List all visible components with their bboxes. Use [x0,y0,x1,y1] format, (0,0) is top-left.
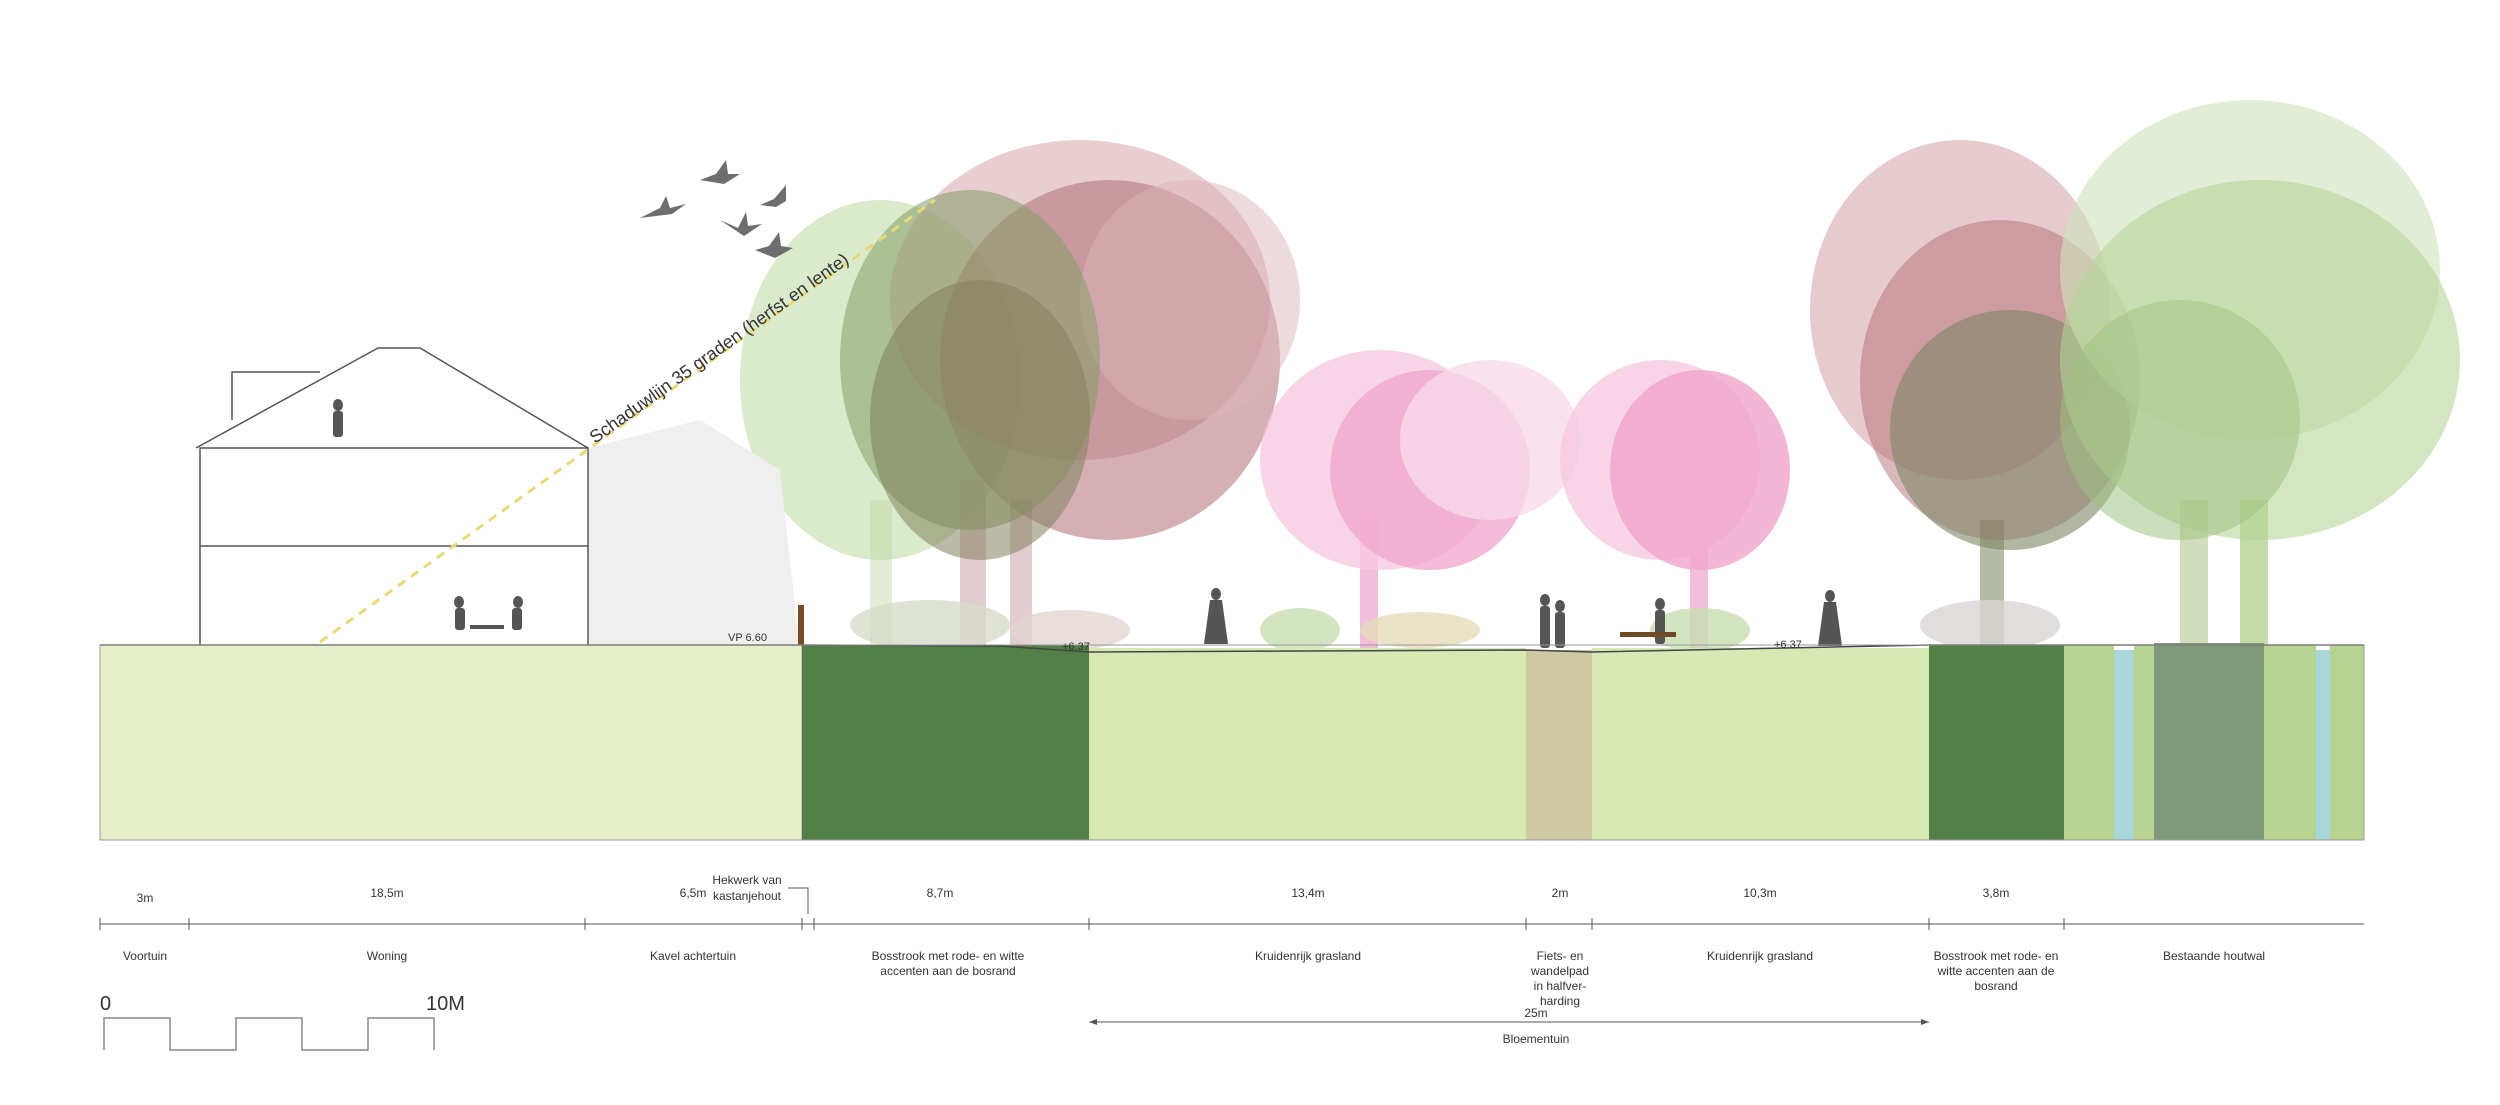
level-label-right: +6.37 [1774,639,1802,651]
scale-start-label: 0 [100,993,111,1015]
dim-bosstrook-1: 8,7m [927,886,954,900]
zone-bosstrook-1-line-1: Bosstrook met rode- en witte [872,949,1025,963]
strip-water-2 [2316,650,2330,840]
zone-kruiden-1: Kruidenrijk grasland [1255,949,1361,963]
dim-woning: 18,5m [370,886,403,900]
strip-bosstrook-1 [802,645,1089,840]
shadow-area [588,420,800,650]
dimension-line [99,887,2364,930]
strip-pad [1526,650,1592,840]
bloementuin-span: 25m Bloementuin [1089,1006,1929,1046]
trees-pink-center [1260,350,1790,650]
zone-kruiden-2: Kruidenrijk grasland [1707,949,1813,963]
zone-woning: Woning [367,949,407,963]
bloementuin-dimension: 25m [1524,1006,1547,1020]
zone-pad-line-4: harding [1540,994,1580,1008]
strip-water-1 [2114,650,2134,840]
fence-label-1: Hekwerk van [712,873,781,887]
fence-post [798,605,804,645]
shadow-line [319,198,936,644]
strip-houtwal [2154,643,2264,840]
people-house [333,399,523,630]
shrubs [850,600,2060,652]
people-park [1204,588,1842,648]
dim-kruiden-2: 10,3m [1743,886,1776,900]
strip-bosstrook-2 [1929,645,2064,840]
zone-voortuin: Voortuin [123,949,167,963]
zone-bosstrook-1-line-2: accenten aan de bosrand [880,964,1015,978]
house [195,347,589,649]
zone-pad-line-1: Fiets- en [1537,949,1584,963]
zone-houtwal: Bestaande houtwal [2163,949,2265,963]
fence-label-2: kastanjehout [713,889,782,903]
strip-houtwal-hedge-4 [2330,645,2364,840]
zone-bosstrook-2-line-2: witte accenten aan de [1937,964,2055,978]
dimension-labels: 3m 18,5m 6,5m 8,7m 13,4m 2m 10,3m 3,8m H… [137,873,2010,905]
dim-bosstrook-2: 3,8m [1983,886,2010,900]
zone-pad-line-2: wandelpad [1530,964,1589,978]
level-label-left: +6.37 [1062,641,1090,653]
trees-right [1810,100,2460,650]
bloementuin-label: Bloementuin [1503,1032,1570,1046]
vp-label: VP 6.60 [728,632,767,644]
strip-kruidenrijk-1 [1089,648,1526,840]
strip-houtwal-hedge-1 [2064,645,2114,840]
zone-bosstrook-2-line-3: bosrand [1974,979,2017,993]
strip-kruidenrijk-2 [1592,648,1929,840]
strip-houtwal-hedge-2 [2134,645,2154,840]
zone-bosstrook-2-line-1: Bosstrook met rode- en [1934,949,2059,963]
zone-kavel: Kavel achtertuin [650,949,736,963]
strip-voortuin-woning-kavel [99,644,803,841]
zone-labels: Voortuin Woning Kavel achtertuin Bosstro… [123,949,2265,1008]
birds [640,160,793,258]
dim-kavel: 6,5m [680,886,707,900]
dim-kruiden-1: 13,4m [1291,886,1324,900]
zone-pad-line-3: in halfver- [1534,979,1587,993]
scale-end-label: 10M [426,993,465,1015]
trees-left [740,140,1300,650]
dim-pad: 2m [1552,886,1569,900]
strip-houtwal-hedge-3 [2264,645,2316,840]
scale-bar: 0 10M [100,993,465,1051]
ground-section [99,643,2365,841]
dim-voortuin: 3m [137,891,154,905]
